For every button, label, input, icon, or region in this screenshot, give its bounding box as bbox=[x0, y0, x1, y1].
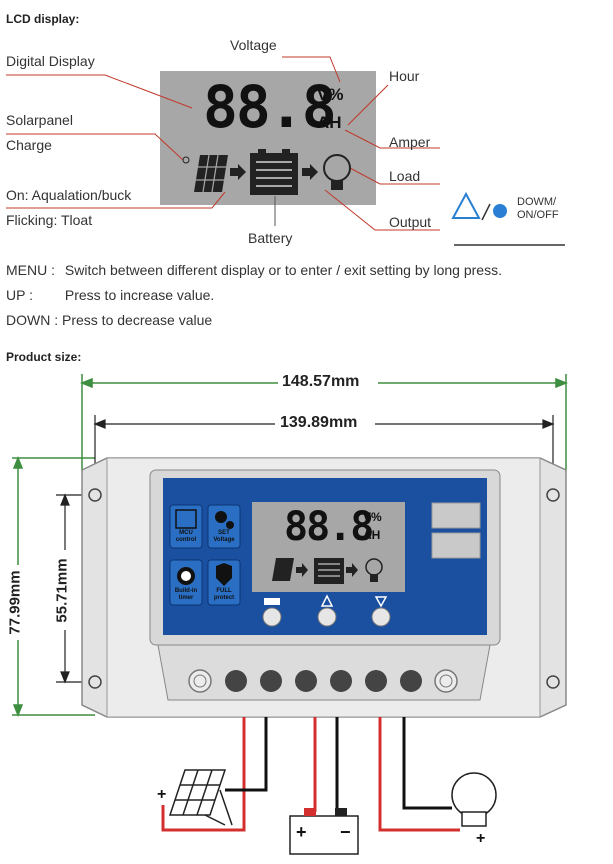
bulb-icon bbox=[323, 154, 351, 190]
lcd-unit-bottom: AH bbox=[317, 113, 342, 132]
solar-panel-drawing bbox=[168, 769, 233, 826]
mount-hole-tl bbox=[88, 488, 102, 502]
solar-panel-icon bbox=[194, 154, 228, 193]
on-state-label: On: Aqualation/buck bbox=[6, 187, 132, 203]
battery-label: Battery bbox=[248, 230, 293, 246]
menu-button[interactable] bbox=[262, 607, 282, 627]
voltage-label: Voltage bbox=[230, 37, 277, 53]
menu-key-icon bbox=[264, 598, 280, 605]
battery-minus-sign: − bbox=[340, 822, 351, 842]
timer-caption: Build-in timer bbox=[174, 588, 198, 601]
amper-label: Amper bbox=[389, 134, 431, 150]
lcd-unit-top: V% bbox=[317, 85, 344, 104]
set-caption: SET Voltage bbox=[213, 530, 235, 543]
battery-icon bbox=[250, 149, 298, 195]
device-lcd-unit-bottom: AH bbox=[363, 528, 381, 542]
protect-caption: FULL protect bbox=[213, 588, 235, 601]
down-onoff-label: DOWM/ ON/OFF bbox=[517, 196, 559, 222]
down-description: DOWN : Press to decrease value bbox=[6, 312, 212, 328]
size-section-title: Product size: bbox=[6, 350, 82, 364]
device-lcd-unit-top: V% bbox=[363, 510, 382, 524]
battery-plus-sign: + bbox=[296, 822, 307, 842]
down-text: Press to decrease value bbox=[62, 312, 213, 328]
load-label: Load bbox=[389, 168, 421, 184]
lcd-section-title: LCD display: bbox=[6, 12, 80, 26]
device-body bbox=[81, 457, 567, 718]
down-triangle-icon bbox=[451, 191, 481, 219]
mount-hole-br bbox=[546, 675, 560, 689]
up-key-icon bbox=[320, 594, 334, 607]
menu-description: MENU : Switch between different display … bbox=[6, 262, 502, 278]
timer-tile bbox=[169, 559, 203, 606]
mount-hole-bl bbox=[88, 675, 102, 689]
sun-icon bbox=[182, 156, 190, 164]
up-text: Press to increase value. bbox=[64, 287, 215, 303]
digital-display-label: Digital Display bbox=[6, 53, 95, 69]
inner-width-label: 139.89mm bbox=[276, 414, 362, 432]
menu-key: MENU : bbox=[6, 262, 55, 278]
arrow-icon-2 bbox=[302, 164, 318, 180]
solarpanel-label: Solarpanel bbox=[6, 112, 73, 128]
up-key: UP : bbox=[6, 287, 33, 303]
device-lcd-digits: 88.8 bbox=[284, 504, 374, 550]
arrow-icon bbox=[230, 164, 246, 180]
panel-plus-sign: + bbox=[157, 786, 167, 803]
inner-height-label: 55.71mm bbox=[53, 555, 71, 626]
hour-label: Hour bbox=[389, 68, 420, 84]
lcd-digits: 88.8 bbox=[203, 73, 337, 141]
mount-hole-tr bbox=[546, 488, 560, 502]
protect-tile bbox=[207, 559, 241, 606]
outer-height-label: 77.99mm bbox=[6, 567, 24, 638]
charge-label: Charge bbox=[6, 137, 52, 153]
flicking-state-label: Flicking: Tloat bbox=[6, 212, 93, 228]
small-battery-icon bbox=[314, 558, 344, 584]
outer-width-label: 148.57mm bbox=[278, 373, 364, 391]
down-button[interactable] bbox=[371, 607, 391, 627]
small-solar-icon bbox=[272, 558, 294, 581]
up-description: UP : Press to increase value. bbox=[6, 287, 214, 303]
set-tile bbox=[207, 504, 241, 549]
down-key-icon bbox=[374, 596, 388, 608]
mcu-caption: MCU control bbox=[175, 530, 197, 543]
dowm-text: DOWM/ bbox=[517, 196, 557, 208]
terminals bbox=[188, 669, 458, 693]
output-label: Output bbox=[389, 214, 432, 230]
down-key: DOWN : bbox=[6, 312, 59, 328]
mcu-tile bbox=[169, 504, 203, 549]
bulb-drawing bbox=[451, 772, 497, 827]
menu-text: Switch between different display or to e… bbox=[64, 262, 502, 278]
onoff-text: ON/OFF bbox=[517, 209, 559, 221]
load-plus-sign: + bbox=[476, 830, 486, 847]
up-button[interactable] bbox=[317, 607, 337, 627]
load-bulb-icon bbox=[493, 204, 507, 218]
battery-drawing bbox=[289, 808, 359, 855]
